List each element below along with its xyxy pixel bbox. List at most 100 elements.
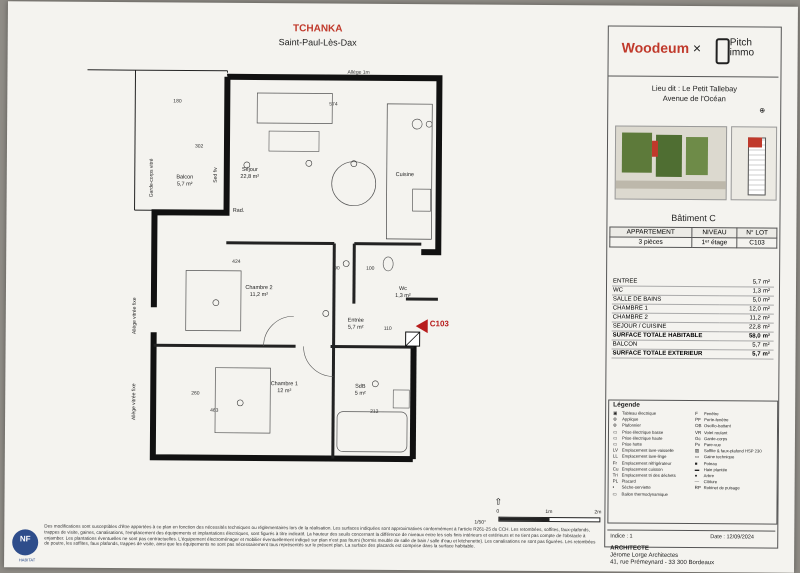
surface-label: SURFACE TOTALE EXTERIEUR: [612, 349, 720, 359]
surface-unit: m²: [762, 350, 774, 359]
surface-value: 5,7: [720, 278, 762, 287]
disclaimer: Des modifications sont susceptibles d'êt…: [44, 524, 599, 551]
legend-item: ▭Ballon thermodynamique: [613, 491, 695, 498]
apt-type: 3 pièces: [610, 237, 692, 248]
architect-block: ARCHITECTE Jérome Lorge Architectes 41, …: [610, 545, 714, 567]
allege-label: Allège 1m: [347, 70, 369, 76]
surface-unit: m²: [762, 323, 774, 332]
legend-label: Applique: [622, 417, 638, 422]
legend-label: Volet roulant: [704, 430, 727, 435]
dim-label: 260: [191, 391, 199, 397]
room-area: 22,8 m²: [225, 174, 275, 181]
architect-address: 41, rue Prémeynard - 33 300 Bordeaux: [610, 559, 714, 567]
surface-value: 5,7: [720, 341, 762, 350]
surface-value: 1,3: [720, 287, 762, 296]
brand-name: Woodeum: [622, 40, 690, 56]
legend-label: Pare-vue: [704, 442, 721, 447]
scale-label: 1/50°: [474, 520, 486, 526]
room-sejour: Séjour 22,8 m²: [225, 167, 275, 181]
surface-value: 5,0: [720, 296, 762, 305]
dim-label: 180: [173, 98, 181, 104]
exterior-walls: [153, 76, 440, 459]
apt-header-level: NIVEAU: [692, 228, 738, 238]
legend-label: Poteau: [704, 461, 717, 466]
legend-label: Ballon thermodynamique: [622, 491, 668, 496]
legend-symbol-icon: RP: [695, 485, 704, 491]
room-sdb: SdB 5 m²: [345, 384, 375, 398]
dim-label: 463: [210, 408, 218, 414]
legend-label: Sèche-serviette: [622, 485, 651, 490]
bathtub: [337, 412, 407, 452]
legend-label: Emplacement tri des déchets: [622, 473, 676, 478]
legend-label: Gaine technique: [704, 455, 735, 460]
allege-label: Allège vitrée fixe: [131, 370, 137, 420]
room-name: Cuisine: [385, 172, 425, 179]
scale-tick: 2m: [594, 509, 601, 515]
apartment-table: APPARTEMENT NIVEAU N° LOT 3 pièces 1ᵉʳ é…: [609, 226, 777, 248]
scale-tick: 0: [496, 509, 499, 515]
legend-label: Emplacement cuisson: [622, 466, 663, 471]
legend-label: Prise électrique haute: [622, 435, 663, 440]
legend-label: Emplacement lave-linge: [622, 454, 667, 459]
side-label: Sed fiv: [213, 153, 219, 183]
coffee-table: [269, 131, 319, 151]
surface-unit: m²: [762, 314, 774, 323]
room-chambre-1: Chambre 1 12 m²: [259, 381, 309, 395]
room-area: 5,7 m²: [165, 181, 205, 188]
location: Lieu dit : Le Petit Tallebay Avenue de l…: [611, 83, 777, 104]
site-plan-image: [615, 125, 728, 200]
date: Date : 12/09/2024: [710, 534, 754, 540]
legend-label: Prise hotte: [622, 442, 642, 447]
apt-header-lot: N° LOT: [737, 228, 777, 238]
dining-table: [332, 162, 376, 206]
legend-label: Oscillo-battant: [704, 424, 731, 429]
project-location: Saint-Paul-Lès-Dax: [238, 37, 398, 48]
north-arrow-icon: ⇧: [494, 497, 502, 508]
room-chambre-2: Chambre 2 11,2 m²: [234, 285, 284, 299]
partner-logo: Pitch immo: [730, 38, 755, 58]
apt-lot: C103: [737, 238, 777, 248]
legend-label: Arbre: [704, 473, 714, 478]
dim-label: 100: [366, 266, 374, 272]
dim-label: 110: [384, 326, 392, 332]
north-icon: ⊕: [759, 106, 765, 114]
legend-label: Fenêtre: [704, 411, 718, 416]
dim-label: 90: [334, 266, 340, 272]
surface-unit: m²: [762, 341, 774, 350]
dim-label: 212: [370, 409, 378, 415]
interior-walls: [153, 242, 438, 459]
location-line-2: Avenue de l'Océan: [611, 93, 777, 104]
door-swing: [303, 346, 333, 376]
room-radiator: Rad.: [228, 208, 248, 215]
room-area: 12 m²: [259, 388, 309, 395]
legend-label: Tableau électrique: [622, 411, 656, 416]
brand-sep: ×: [693, 40, 701, 56]
legend-label: Haie plantée: [704, 467, 728, 472]
legend-label: Clôture: [704, 479, 718, 484]
surface-unit: m²: [762, 332, 774, 341]
building-name: Bâtiment C: [610, 212, 776, 223]
legend-label: Emplacement réfrigérateur: [622, 460, 672, 465]
legend-label: Porte-fenêtre: [704, 417, 728, 422]
room-name: Rad.: [228, 208, 248, 215]
building-key-image: [731, 126, 778, 200]
surface-value: 58,0: [720, 332, 762, 341]
scale-bar: [498, 517, 600, 523]
dim-label: 424: [232, 259, 240, 265]
guardrail-label: Garde-corps vitré: [149, 152, 155, 197]
room-cuisine: Cuisine: [385, 172, 425, 179]
surface-unit: m²: [762, 279, 774, 288]
surface-value: 11,2: [720, 314, 762, 323]
surface-unit: m²: [762, 305, 774, 314]
door-swing: [264, 316, 294, 346]
surface-value: 5,7: [720, 350, 762, 359]
toilet: [383, 257, 393, 271]
project-title: TCHANKA: [258, 23, 378, 35]
nf-habitat-sub: HABITAT: [12, 557, 42, 562]
legend-label: Prise électrique basse: [622, 429, 663, 434]
legend-label: Plafonnier: [622, 423, 641, 428]
room-wc: Wc 1,3 m²: [388, 286, 418, 300]
washbasin: [393, 390, 409, 408]
